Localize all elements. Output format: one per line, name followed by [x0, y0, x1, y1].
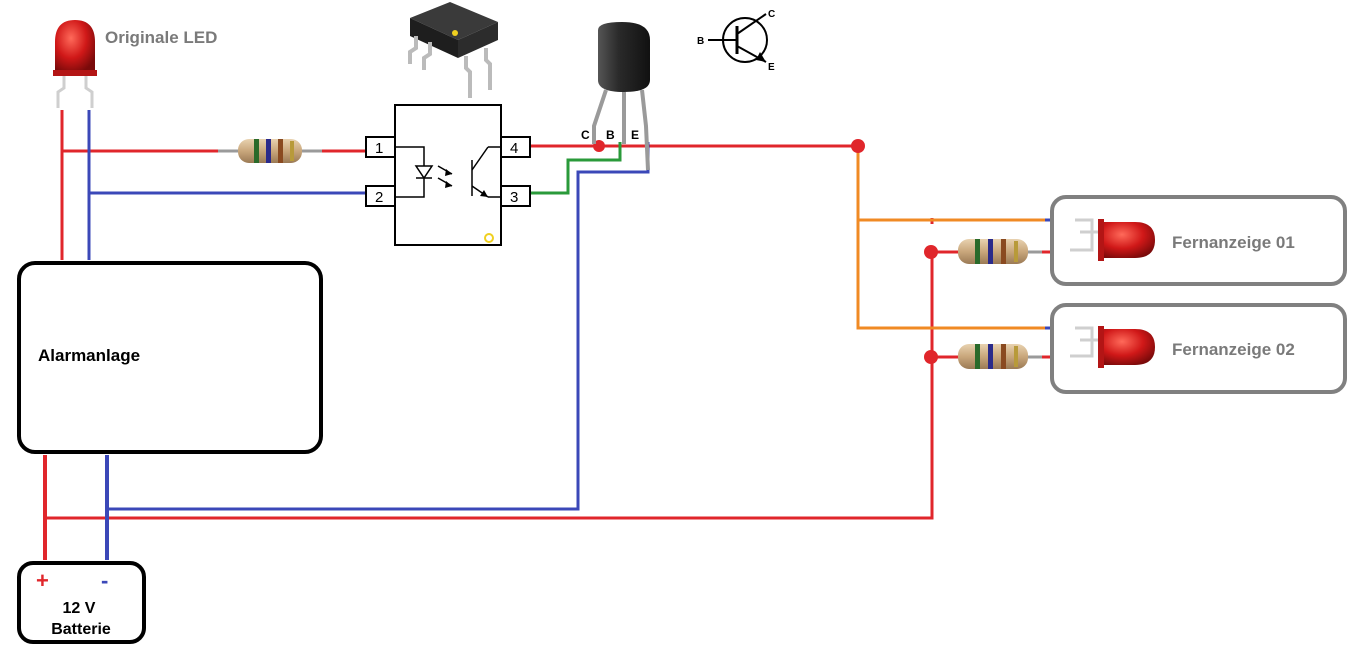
red-led-icon — [1100, 222, 1155, 258]
npn-e-label: E — [768, 62, 775, 73]
npn-symbol-icon: B C E — [697, 9, 775, 73]
wire-remote-orange — [856, 146, 1045, 330]
red-led-icon — [55, 20, 95, 72]
junction-dot-remote2 — [924, 350, 938, 364]
battery-box — [17, 561, 146, 644]
pin-4-label: 4 — [510, 140, 518, 157]
to92-transistor-icon — [592, 22, 650, 171]
original-led: Originale LED — [53, 20, 217, 108]
pin-2-label: 2 — [375, 189, 383, 206]
battery-minus-label: - — [101, 568, 108, 593]
remote-1-label: Fernanzeige 01 — [1172, 233, 1295, 252]
npn-c-label: C — [768, 9, 775, 20]
pin-c-label: C — [581, 128, 590, 142]
alarm-label: Alarmanlage — [38, 346, 140, 365]
pin-e-label: E — [631, 128, 639, 142]
wire-plus-rail — [45, 252, 934, 520]
remote-2-label: Fernanzeige 02 — [1172, 340, 1295, 359]
battery-plus-label: + — [36, 568, 49, 593]
original-led-label: Originale LED — [105, 28, 217, 47]
remote-box-2 — [1050, 303, 1347, 394]
pin-1-label: 1 — [375, 140, 383, 157]
pin-2-box — [365, 185, 396, 207]
remote-indicator-1: Fernanzeige 01 — [958, 195, 1347, 286]
wire-pin3-to-base — [530, 142, 622, 195]
npn-b-label: B — [697, 36, 704, 47]
transistor: C B E — [581, 22, 650, 171]
red-led-icon — [1100, 329, 1155, 365]
resistor-main — [218, 139, 322, 163]
pin-3-box — [500, 185, 531, 207]
alarm-box — [17, 261, 323, 454]
pin-3-label: 3 — [510, 189, 518, 206]
battery-name-label: Batterie — [51, 621, 111, 638]
junction-dot-remote — [851, 139, 865, 153]
dip4-chip-icon — [408, 2, 498, 98]
remote-box-1 — [1050, 195, 1347, 286]
battery-voltage-label: 12 V — [63, 600, 96, 617]
pin-b-label: B — [606, 128, 615, 142]
remote-indicator-2: Fernanzeige 02 — [958, 303, 1347, 394]
junction-dot-remote1 — [924, 245, 938, 259]
optocoupler: 1 2 4 3 — [365, 2, 531, 246]
